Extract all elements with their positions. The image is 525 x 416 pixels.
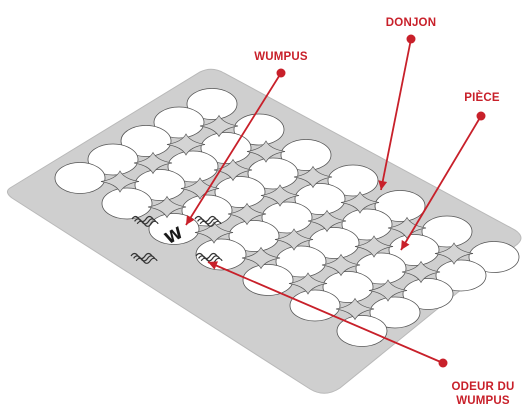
room [247, 157, 299, 190]
room-tile [354, 235, 394, 258]
smell-icon [194, 215, 222, 227]
odeur-leader [207, 261, 444, 364]
room [186, 88, 238, 120]
room-tile [133, 151, 173, 175]
room-tile [199, 114, 239, 138]
room [242, 264, 294, 296]
leader-lines [185, 34, 486, 368]
room-tile [340, 191, 380, 214]
arrow-heads [186, 180, 410, 270]
piece-leader [400, 115, 482, 251]
room [402, 278, 454, 310]
odeur-arrowhead [208, 261, 219, 270]
smell-icon [131, 215, 159, 227]
donjon-leader [380, 38, 412, 191]
room-tile [180, 177, 220, 200]
label-donjon: DONJON [386, 17, 436, 29]
room [233, 113, 285, 146]
room [261, 201, 313, 234]
room-tile [274, 228, 314, 251]
room [341, 208, 393, 241]
room [195, 238, 247, 271]
room [134, 169, 186, 201]
room [181, 194, 233, 227]
room-tile [260, 184, 300, 207]
room [327, 164, 379, 197]
donjon-arrowhead [378, 180, 388, 190]
room [280, 139, 332, 171]
piece-arrowhead [401, 239, 410, 250]
room-tile [166, 133, 206, 156]
odeur-leader-dot [438, 358, 448, 368]
room [435, 259, 487, 292]
room-tile [335, 297, 375, 321]
room [322, 271, 374, 303]
room [101, 187, 153, 220]
room-tile [293, 165, 333, 189]
room-tile [241, 246, 281, 270]
room-tile [147, 195, 187, 219]
room [228, 220, 280, 252]
room [275, 245, 327, 278]
label-odeur-line1: ODEUR DU [452, 381, 515, 393]
room [388, 234, 440, 266]
room [120, 125, 172, 157]
room-tile [227, 202, 267, 226]
room-tile [307, 209, 347, 233]
room [369, 296, 421, 329]
room [167, 150, 219, 183]
room-tile [401, 260, 441, 284]
room [308, 227, 360, 259]
room-tile [321, 253, 361, 277]
room [468, 241, 520, 273]
room [87, 143, 139, 176]
donjon-leader-dot [406, 34, 416, 44]
smell-markers [130, 215, 223, 264]
room-tile [100, 170, 140, 193]
smell-icon [130, 252, 158, 264]
room-tile [194, 221, 234, 244]
wumpus-leader [185, 72, 282, 226]
label-piece: PIÈCE [464, 91, 500, 104]
room [54, 162, 106, 194]
room [355, 252, 407, 285]
room-tile [288, 272, 328, 295]
room-grid [54, 88, 520, 347]
room [374, 190, 426, 222]
wumpus-arrowhead [186, 214, 195, 225]
room [294, 183, 346, 215]
room-tile [246, 140, 286, 163]
wumpus-leader-dot [276, 68, 286, 78]
room [153, 106, 205, 139]
room [421, 215, 473, 248]
label-wumpus: WUMPUS [254, 51, 308, 63]
room [214, 176, 266, 208]
label-odeur-line2: WUMPUS [456, 395, 510, 407]
room-tile [434, 242, 474, 265]
piece-leader-dot [476, 111, 486, 121]
room-tile [368, 279, 408, 302]
